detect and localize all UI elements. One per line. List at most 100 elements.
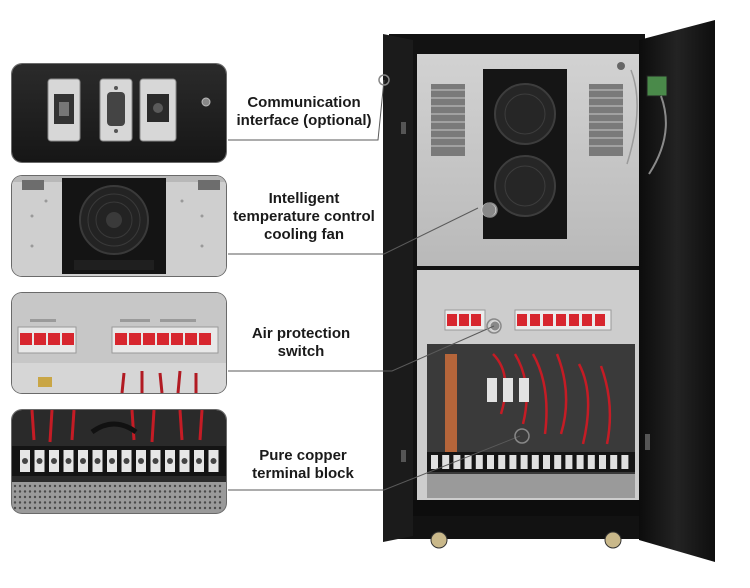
perforation-dot (98, 490, 102, 493)
terminal-screw (475, 455, 483, 469)
perforation-dot (148, 495, 152, 499)
perforation-dot (113, 506, 117, 510)
perforation-dot (178, 484, 182, 488)
label-line: Intelligent (268, 190, 340, 207)
perforation-dot (143, 490, 147, 493)
label-line: Pure copper (259, 447, 347, 464)
perforation-dot (93, 490, 97, 493)
perforation-dot (198, 484, 202, 488)
terminal-screw (554, 455, 562, 469)
perforation-dot (28, 501, 32, 504)
perforation-dot (148, 506, 152, 510)
terminal-screw (599, 455, 606, 469)
perforation-dot (208, 495, 212, 499)
perforation-dot (128, 490, 132, 493)
perforation-dot (58, 484, 62, 488)
perforation-dot (38, 490, 42, 493)
perforation-dot (158, 506, 162, 510)
perforation-dot (153, 506, 157, 510)
perforation-dot (133, 490, 137, 493)
air-protection-switch-label: Air protection switch (226, 325, 376, 361)
perforation-dot (108, 495, 112, 499)
perforation-dot (168, 506, 172, 510)
perforation-dot (88, 506, 92, 510)
perforation-dot (173, 501, 177, 504)
perforation-dot (123, 506, 127, 510)
perforation-dot (63, 506, 67, 510)
perforation-dot (48, 506, 52, 510)
perforation-dot (108, 490, 112, 493)
cooling-fan-photo (12, 176, 226, 276)
perforation-dot (83, 484, 87, 488)
perforation-dot (128, 484, 132, 488)
perforation-dot (208, 506, 212, 510)
perforation-dot (103, 490, 107, 493)
perforation-dot (133, 506, 137, 510)
terminal-screw-head (80, 458, 86, 464)
perforation-dot (118, 484, 122, 488)
perforation-dot (158, 501, 162, 504)
perforation-dot (23, 506, 27, 510)
perforation-dot (178, 495, 182, 499)
perforation-dot (168, 484, 172, 488)
perforation-dot (98, 501, 102, 504)
perforation-dot (88, 484, 92, 488)
perforation-dot (148, 484, 152, 488)
perforation-dot (78, 506, 82, 510)
perforation-dot (48, 484, 52, 488)
perforation-dot (98, 484, 102, 488)
perforation-dot (153, 484, 157, 488)
perforation-dot (168, 495, 172, 499)
perforation-dot (43, 490, 47, 493)
perforation-dot (173, 506, 177, 510)
perforation-dot (23, 495, 27, 499)
perforation-dot (138, 495, 142, 499)
perforation-dot (113, 484, 117, 488)
perforation-dot (138, 506, 142, 510)
perforation-dot (58, 501, 62, 504)
perforation-dot (188, 501, 192, 504)
perforation-dot (103, 495, 107, 499)
perforation-dot (218, 501, 222, 504)
cooling-fan-label: Intelligent temperature control cooling … (226, 190, 382, 244)
perforation-dot (103, 501, 107, 504)
perforation-dot (193, 495, 197, 499)
perforation-dot (118, 506, 122, 510)
perforation-dot (188, 495, 192, 499)
perforation-dot (178, 501, 182, 504)
perforation-dot (128, 495, 132, 499)
perforation-dot (73, 484, 77, 488)
perforation-dot (183, 506, 187, 510)
perforation-dot (203, 484, 207, 488)
perforation-dot (78, 495, 82, 499)
perforation-dot (23, 490, 27, 493)
perforation-dot (148, 490, 152, 493)
perforation-dot (88, 501, 92, 504)
label-line: terminal block (252, 465, 354, 482)
terminal-screw (520, 455, 528, 469)
terminal-screw-head (36, 458, 43, 464)
perforation-dot (143, 506, 147, 510)
communication-interface-label: Communication interface (optional) (228, 94, 380, 130)
perforation-dot (118, 501, 122, 504)
perforation-dot (58, 506, 62, 510)
perforation-dot (163, 490, 167, 493)
perforation-dot (198, 490, 202, 493)
perforation-dot (193, 490, 197, 493)
perforation-dot (143, 501, 147, 504)
perforation-dot (128, 501, 132, 504)
perforation-dot (153, 495, 157, 499)
terminal-screw-head (51, 458, 57, 464)
perforation-dot (148, 501, 152, 504)
perforation-dot (158, 495, 162, 499)
perforation-dot (208, 501, 212, 504)
perforation-dot (138, 490, 142, 493)
communication-interface-photo (12, 64, 226, 162)
perforation-dot (213, 495, 217, 499)
perforation-dot (53, 501, 57, 504)
perforation-dot (23, 501, 27, 504)
perforation-dot (63, 495, 67, 499)
perforation-dot (153, 490, 157, 493)
perforation-dot (168, 490, 172, 493)
perforation-dot (173, 490, 177, 493)
